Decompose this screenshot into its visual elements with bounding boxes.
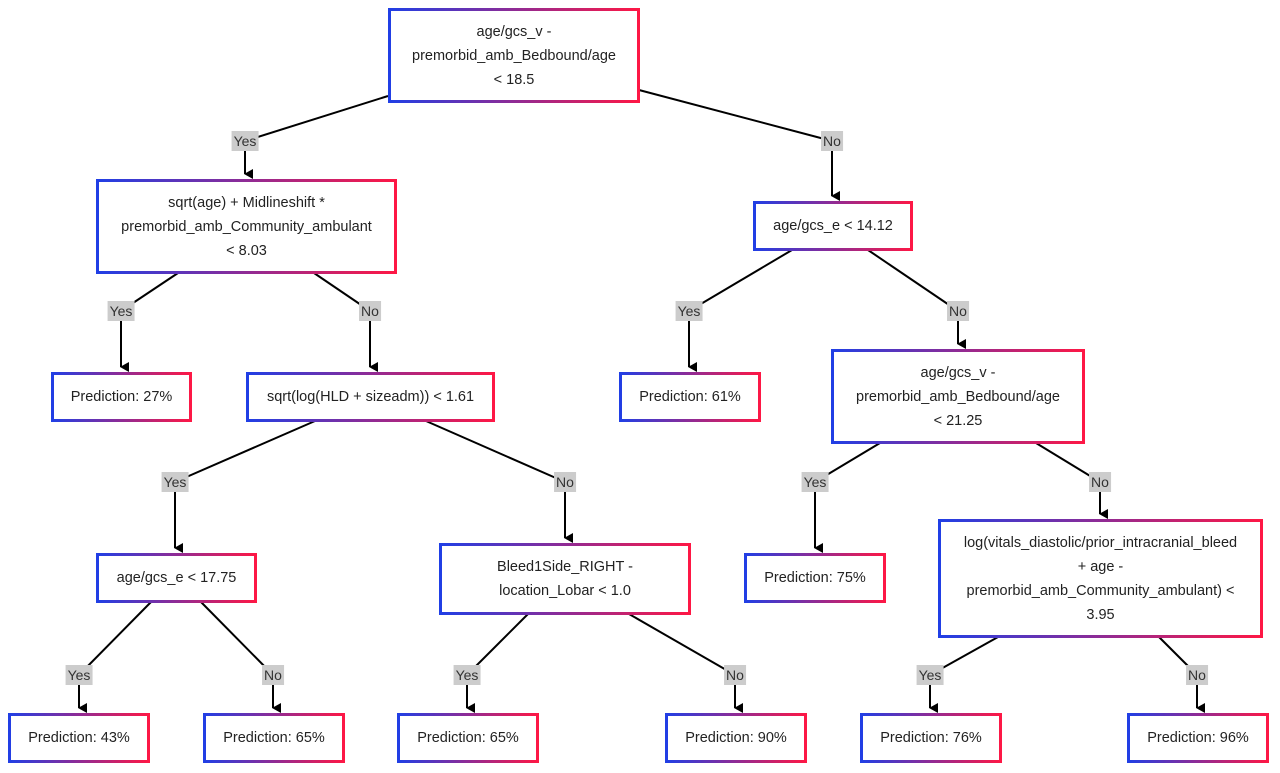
node-text: Prediction: 43% — [28, 730, 130, 746]
node-text: age/gcs_v -premorbid_amb_Bedbound/age< 2… — [856, 364, 1060, 429]
edge-label-no: No — [359, 301, 381, 321]
edge-label-no: No — [821, 131, 843, 151]
edge-n6-yes — [466, 613, 529, 676]
node-text: log(vitals_diastolic/prior_intracranial_… — [963, 534, 1238, 623]
edge-n2-yes — [688, 249, 793, 312]
leaf-node-27: Prediction: 27% — [51, 372, 192, 422]
edge-label-no: No — [554, 472, 576, 492]
edge-label-no: No — [1186, 665, 1208, 685]
decision-node-root: age/gcs_v -premorbid_amb_Bedbound/age< 1… — [388, 8, 640, 103]
node-text: age/gcs_v -premorbid_amb_Bedbound/age< 1… — [412, 23, 616, 88]
leaf-node-76: Prediction: 76% — [860, 713, 1002, 763]
edge-label-no: No — [262, 665, 284, 685]
node-text: age/gcs_e < 14.12 — [773, 218, 893, 234]
leaf-node-90: Prediction: 90% — [665, 713, 807, 763]
edge-n3-yes — [174, 420, 316, 483]
node-text: sqrt(log(HLD + sizeadm)) < 1.61 — [266, 389, 475, 405]
edge-n3-no — [425, 420, 566, 483]
decision-node-n7: log(vitals_diastolic/prior_intracranial_… — [938, 519, 1263, 638]
node-text: Bleed1Side_RIGHT -location_Lobar < 1.0 — [497, 559, 633, 599]
leaf-node-75: Prediction: 75% — [744, 553, 886, 603]
node-text: Prediction: 76% — [880, 730, 982, 746]
edge-label-yes: Yes — [453, 665, 481, 685]
decision-node-n1: sqrt(age) + Midlineshift *premorbid_amb_… — [96, 179, 397, 274]
leaf-node-96: Prediction: 96% — [1127, 713, 1269, 763]
edge-label-yes: Yes — [161, 472, 189, 492]
edge-label-no: No — [947, 301, 969, 321]
node-text: Prediction: 90% — [685, 730, 787, 746]
decision-node-n2: age/gcs_e < 14.12 — [753, 201, 913, 251]
edge-n2-no — [867, 249, 959, 312]
edge-label-no: No — [1089, 472, 1111, 492]
node-text: Prediction: 65% — [417, 730, 519, 746]
leaf-node-65: Prediction: 65% — [203, 713, 345, 763]
edge-label-yes: Yes — [231, 131, 259, 151]
edge-root-yes — [244, 95, 389, 142]
edge-label-no: No — [724, 665, 746, 685]
leaf-node-43: Prediction: 43% — [8, 713, 150, 763]
node-text: Prediction: 27% — [70, 389, 173, 405]
decision-node-n5: age/gcs_e < 17.75 — [96, 553, 257, 603]
edge-n5-no — [200, 601, 274, 676]
edge-n5-yes — [78, 601, 152, 676]
node-text: Prediction: 96% — [1147, 730, 1249, 746]
node-text: age/gcs_e < 17.75 — [116, 570, 237, 586]
leaf-node-65: Prediction: 65% — [397, 713, 539, 763]
edge-label-yes: Yes — [65, 665, 93, 685]
leaf-node-61: Prediction: 61% — [619, 372, 761, 422]
edge-label-yes: Yes — [107, 301, 135, 321]
edge-root-no — [638, 89, 833, 142]
node-text: Prediction: 65% — [223, 730, 325, 746]
node-text: Prediction: 61% — [639, 389, 741, 405]
node-text: Prediction: 75% — [764, 570, 866, 586]
decision-node-n4: age/gcs_v -premorbid_amb_Bedbound/age< 2… — [831, 349, 1085, 444]
edge-label-yes: Yes — [916, 665, 944, 685]
node-text: sqrt(age) + Midlineshift *premorbid_amb_… — [121, 194, 372, 259]
edge-n6-no — [628, 613, 736, 676]
decision-node-n6: Bleed1Side_RIGHT -location_Lobar < 1.0 — [439, 543, 691, 615]
edge-label-yes: Yes — [801, 472, 829, 492]
decision-node-n3: sqrt(log(HLD + sizeadm)) < 1.61 — [246, 372, 495, 422]
edge-label-yes: Yes — [675, 301, 703, 321]
